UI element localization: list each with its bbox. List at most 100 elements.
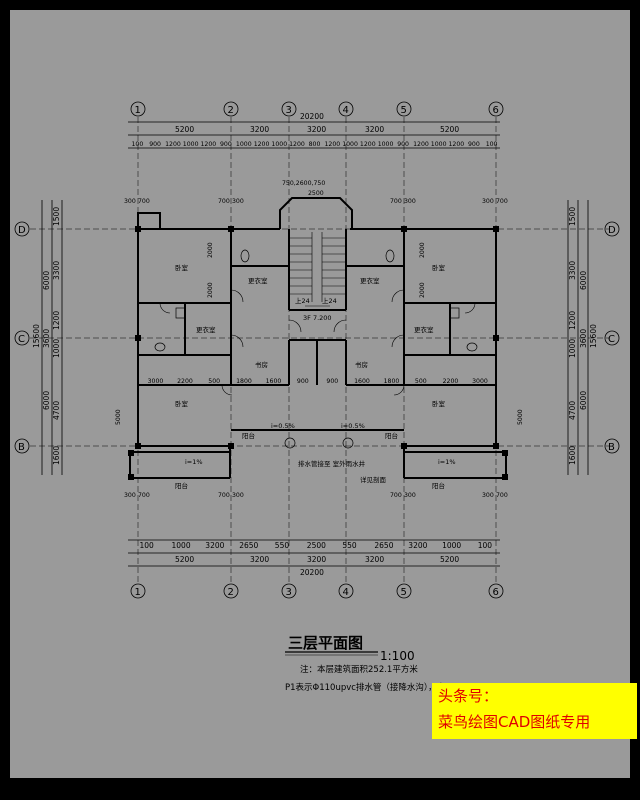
slope-label-e: i=0.5%	[341, 422, 365, 430]
dim-right-mid: 6000	[579, 391, 588, 410]
stair-down-label: 上24	[322, 296, 337, 305]
axis-label-bottom: 4	[343, 587, 349, 598]
slope-label-w: i=0.5%	[271, 422, 295, 430]
dim-inner: 1600	[354, 378, 370, 385]
stair-up-label: 上24	[295, 296, 310, 305]
axis-label-top: 2	[228, 105, 234, 116]
dim-wing-top: 700	[138, 198, 150, 205]
axis-bubbles-top: 1 2 3 4 5 6	[130, 101, 504, 117]
dim-right-fine: 1600	[568, 446, 577, 465]
dim-top-fine: 1000	[183, 141, 199, 148]
dim-bot-fine: 3200	[205, 541, 224, 550]
dim-bot-fine: 550	[275, 541, 290, 550]
dim-wing-bot: 700	[218, 492, 230, 499]
dim-wing-top: 700	[496, 198, 508, 205]
axis-bubbles-bottom: 1 2 3 4 5 6	[130, 583, 504, 599]
dim-inner: 1600	[266, 378, 282, 385]
dim-bot-fine: 100	[140, 541, 155, 550]
dim-bay-top: 2500	[308, 190, 324, 197]
dim-wing-bot: 300	[404, 492, 416, 499]
dim-wing-bot: 700	[390, 492, 402, 499]
dim-bot-fine: 1000	[442, 541, 461, 550]
dim-right-fine: 1500	[568, 207, 577, 226]
axis-label-left: D	[18, 225, 26, 236]
dim-bot-fine: 100	[478, 541, 493, 550]
dim-top-fine: 100	[486, 141, 498, 148]
axis-bubbles-side: D C B D C B	[14, 221, 620, 454]
dim-inner: 500	[208, 378, 220, 385]
dim-inner-left-v: 2000	[207, 242, 214, 258]
axis-label-right: C	[608, 334, 615, 345]
stair-treads	[289, 232, 346, 307]
dim-top-mid: 5200	[175, 125, 194, 134]
axis-label-bottom: 1	[135, 587, 141, 598]
dim-wing-top: 300	[482, 198, 494, 205]
dim-top-fine: 1200	[289, 141, 305, 148]
dim-wing-bot: 300	[124, 492, 136, 499]
rain-pipe-note: 排水管接至 室外雨水井	[298, 459, 366, 468]
dim-top-fine: 1000	[271, 141, 287, 148]
dim-top-fine: 1200	[201, 141, 217, 148]
dim-stairs-top: 750,2600,750	[282, 180, 325, 187]
dim-inner-right-v: 2000	[419, 282, 426, 298]
dim-left-fine: 4700	[52, 401, 61, 420]
dim-wing-top: 300	[124, 198, 136, 205]
room-bedroom-sw: 卧室	[175, 399, 189, 408]
dim-top-fine: 900	[149, 141, 161, 148]
drawing-scale: 1:100	[380, 649, 415, 663]
dim-wing-top: 300	[404, 198, 416, 205]
dim-right-fine: 4700	[568, 401, 577, 420]
room-study-w: 书房	[255, 360, 268, 369]
dim-wing-bot: 700	[138, 492, 150, 499]
dim-top-fine: 1000	[431, 141, 447, 148]
dim-top-fine: 100	[132, 141, 144, 148]
dim-left-mid: 6000	[42, 391, 51, 410]
axis-label-bottom: 5	[401, 587, 407, 598]
dim-top-fine: 1200	[413, 141, 429, 148]
drain-note: 详见剖面	[360, 475, 387, 484]
axis-label-top: 5	[401, 105, 407, 116]
room-bedroom-se: 卧室	[432, 399, 446, 408]
room-dressing-e: 更衣室	[414, 325, 434, 334]
room-dressing-nw: 更衣室	[248, 276, 268, 285]
room-study-e: 书房	[355, 360, 368, 369]
dim-right-outer: 15600	[589, 324, 598, 348]
dim-inner: 1800	[384, 378, 400, 385]
dim-top-fine: 900	[468, 141, 480, 148]
dim-inner-right-v: 2000	[419, 242, 426, 258]
room-dressing-ne: 更衣室	[360, 276, 380, 285]
dim-wing-bot: 300	[482, 492, 494, 499]
dim-top-fine: 1200	[254, 141, 270, 148]
room-balcony-e: 阳台	[385, 431, 398, 440]
axis-label-left: B	[18, 442, 25, 453]
axis-label-right: B	[608, 442, 615, 453]
dim-top-total: 20200	[300, 112, 324, 121]
dim-inner: 2200	[443, 378, 459, 385]
dim-inner: 500	[415, 378, 427, 385]
dim-bot-fine: 3200	[408, 541, 427, 550]
dim-inner: 2200	[177, 378, 193, 385]
axis-label-top: 6	[493, 105, 499, 116]
room-balcony-se: 阳台	[432, 481, 445, 490]
drawing-title: 三层平面图	[288, 634, 363, 652]
dim-top-fine: 1000	[342, 141, 358, 148]
dim-wing-bot: 300	[232, 492, 244, 499]
dim-inner-right-v: 5000	[517, 409, 524, 425]
dim-inner-left-v: 2000	[207, 282, 214, 298]
level-label: 3F 7.200	[303, 314, 332, 322]
axis-label-left: C	[18, 334, 25, 345]
dim-inner: 900	[297, 378, 309, 385]
slope-label-se: i=1%	[438, 458, 456, 466]
dim-top-mid: 3200	[307, 125, 326, 134]
dim-top-fine: 1200	[165, 141, 181, 148]
dim-inner: 900	[326, 378, 338, 385]
dim-left-fine: 1600	[52, 446, 61, 465]
fixtures	[154, 249, 478, 449]
room-dressing-w: 更衣室	[196, 325, 216, 334]
axis-label-bottom: 2	[228, 587, 234, 598]
columns	[128, 226, 508, 480]
dim-left-fine: 1200	[52, 311, 61, 330]
